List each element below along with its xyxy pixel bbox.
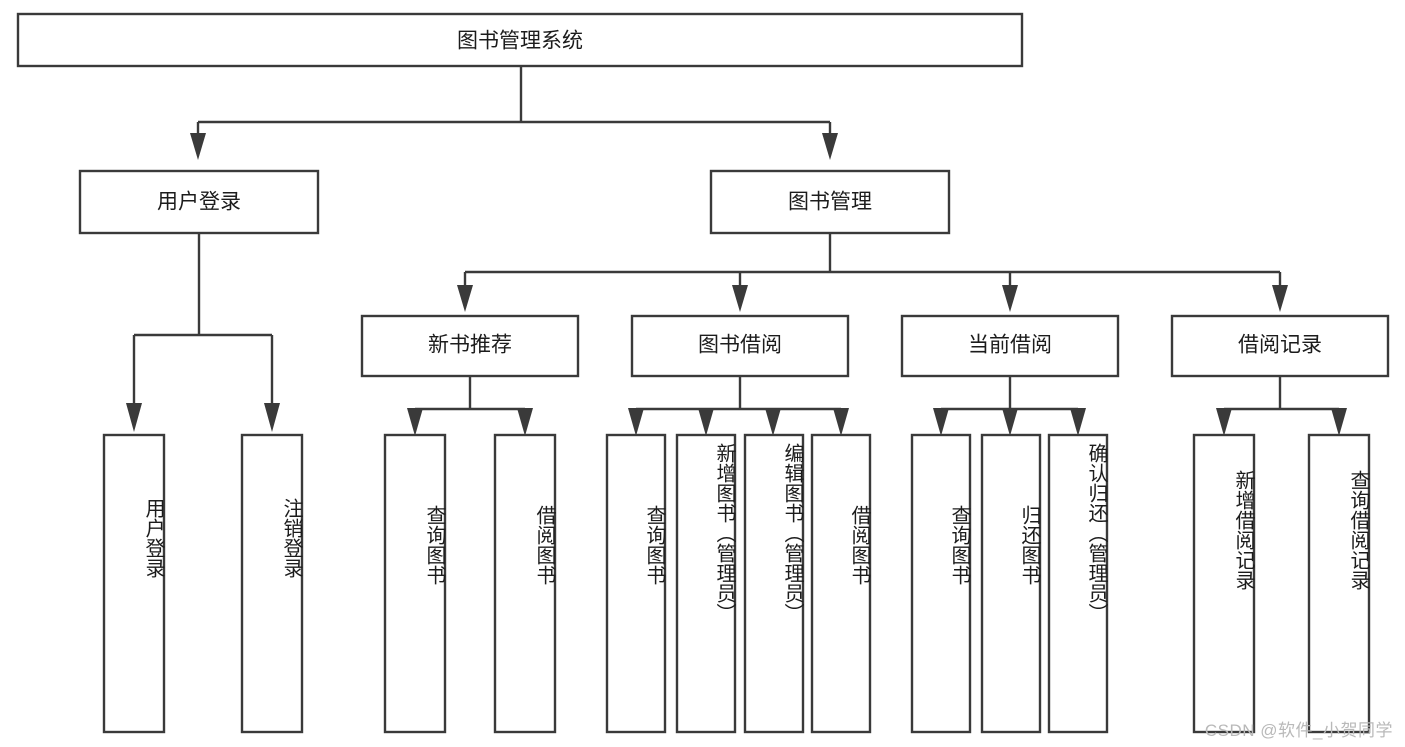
leaf-box-user-login[interactable] <box>102 433 166 734</box>
watermark-text: CSDN @软件_小贺同学 <box>1204 721 1393 740</box>
book-management-box[interactable] <box>709 169 951 235</box>
arrowhead-newbook-leaf-1 <box>407 408 423 436</box>
book-borrow-box[interactable] <box>630 314 850 378</box>
arrowhead-bookborrow-leaf-3 <box>765 408 781 436</box>
borrow-record-box[interactable] <box>1170 314 1390 378</box>
arrowhead-borrowrecord-leaf-2 <box>1331 408 1347 436</box>
root-box[interactable] <box>16 12 1024 68</box>
root-label: 图书管理系统 <box>457 30 583 53</box>
borrow-record-label: 借阅记录 <box>1238 334 1322 357</box>
arrowhead-bookmgmt-to-currentborrow <box>1002 285 1018 312</box>
node-root[interactable]: 图书管理系统 <box>16 12 1024 68</box>
leaf-box-query-book-1[interactable] <box>383 433 447 734</box>
leaf-box-query-book-3[interactable] <box>910 433 972 734</box>
arrowhead-currentborrow-leaf-1 <box>933 408 949 436</box>
book-borrow-label: 图书借阅 <box>698 334 782 357</box>
leaf-box-return-book[interactable] <box>980 433 1042 734</box>
leaf-box-edit-book[interactable] <box>743 433 805 734</box>
arrowhead-bookborrow-leaf-2 <box>698 408 714 436</box>
leaf-box-add-record[interactable] <box>1192 433 1256 734</box>
node-book-borrow[interactable]: 图书借阅 <box>630 314 850 378</box>
book-management-label: 图书管理 <box>788 191 872 214</box>
arrowhead-root-to-userlogin <box>190 133 206 160</box>
leaf-box-confirm-return[interactable] <box>1047 433 1109 734</box>
current-borrow-label: 当前借阅 <box>968 334 1052 357</box>
new-book-recommend-label: 新书推荐 <box>428 334 512 357</box>
leaf-box-logout-login[interactable] <box>240 433 304 734</box>
arrowhead-userlogin-leaf-1 <box>126 403 142 432</box>
leaf-box-borrow-book-2[interactable] <box>810 433 872 734</box>
node-borrow-record[interactable]: 借阅记录 <box>1170 314 1390 378</box>
arrowhead-newbook-leaf-2 <box>517 408 533 436</box>
arrowhead-borrowrecord-leaf-1 <box>1216 408 1232 436</box>
leaf-box-add-book[interactable] <box>675 433 737 734</box>
arrowhead-bookmgmt-to-newbook <box>457 285 473 312</box>
new-book-recommend-box[interactable] <box>360 314 580 378</box>
arrowhead-bookborrow-leaf-4 <box>833 408 849 436</box>
arrowhead-bookborrow-leaf-1 <box>628 408 644 436</box>
node-user-login[interactable]: 用户登录 <box>78 169 320 235</box>
arrowhead-bookmgmt-to-bookborrow <box>732 285 748 312</box>
current-borrow-box[interactable] <box>900 314 1120 378</box>
arrowhead-currentborrow-leaf-3 <box>1070 408 1086 436</box>
leaf-box-query-record[interactable] <box>1307 433 1371 734</box>
user-login-label: 用户登录 <box>157 191 241 214</box>
arrowhead-userlogin-leaf-2 <box>264 403 280 432</box>
leaf-box-query-book-2[interactable] <box>605 433 667 734</box>
arrowhead-currentborrow-leaf-2 <box>1002 408 1018 436</box>
node-new-book-recommend[interactable]: 新书推荐 <box>360 314 580 378</box>
node-book-management[interactable]: 图书管理 <box>709 169 951 235</box>
arrowhead-root-to-bookmgmt <box>822 133 838 160</box>
leaf-box-borrow-book-1[interactable] <box>493 433 557 734</box>
arrowhead-bookmgmt-to-borrowrecord <box>1272 285 1288 312</box>
node-current-borrow[interactable]: 当前借阅 <box>900 314 1120 378</box>
